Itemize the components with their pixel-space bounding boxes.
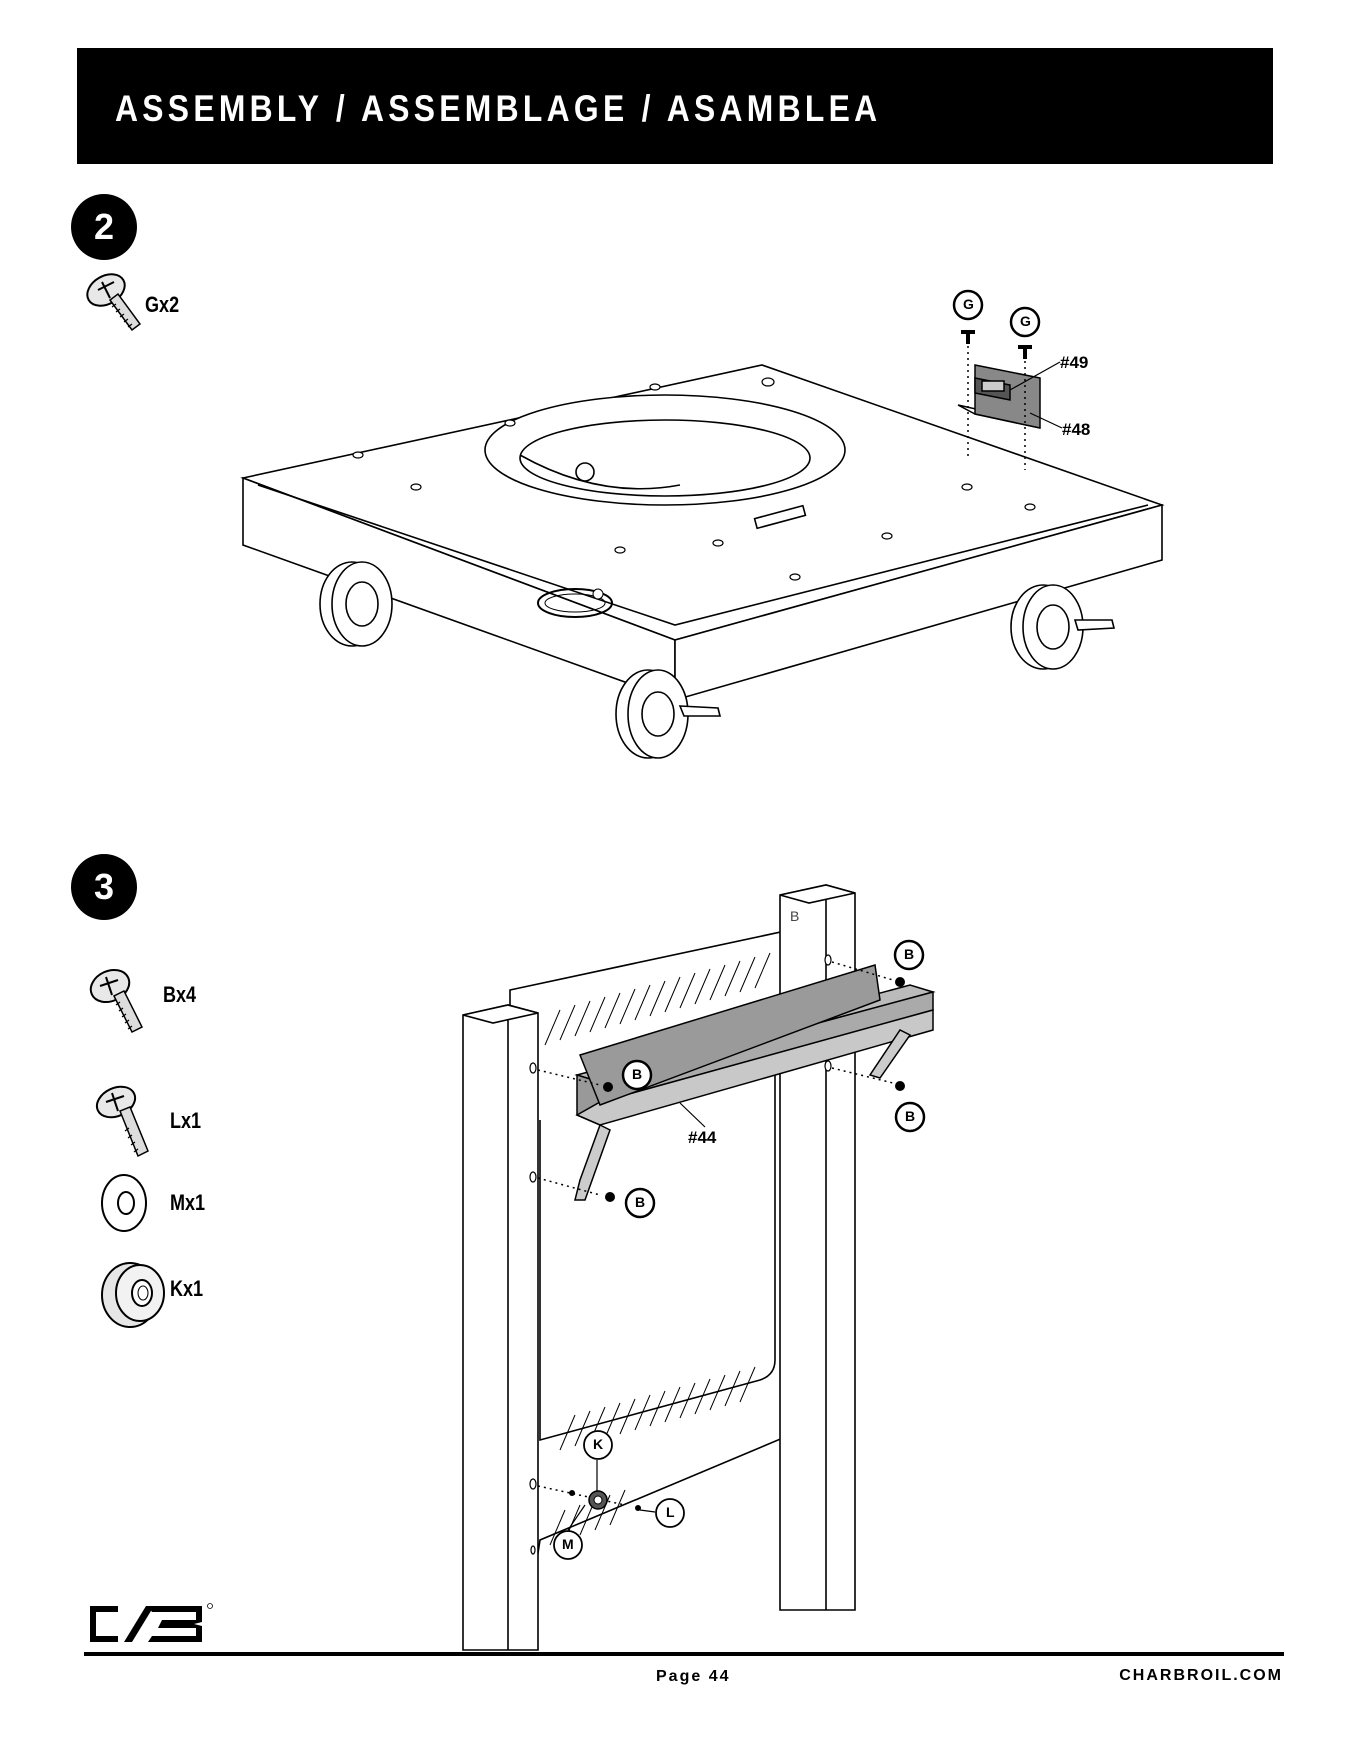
website-url[interactable]: CHARBROIL.COM [1119,1667,1283,1685]
page-number: Page 44 [656,1668,730,1686]
footer-rule [84,1652,1284,1656]
part-label-44: #44 [688,1128,716,1148]
frame-drawing [0,0,1361,1650]
frame-mark: B [790,908,799,924]
callout-l: L [666,1504,675,1520]
callout-k: K [593,1436,603,1452]
callout-b-3: B [632,1066,642,1082]
callout-m: M [562,1536,574,1552]
callout-b-2: B [905,1108,915,1124]
callout-b-4: B [635,1194,645,1210]
charbroil-logo [86,1602,214,1646]
callout-b-1: B [904,946,914,962]
